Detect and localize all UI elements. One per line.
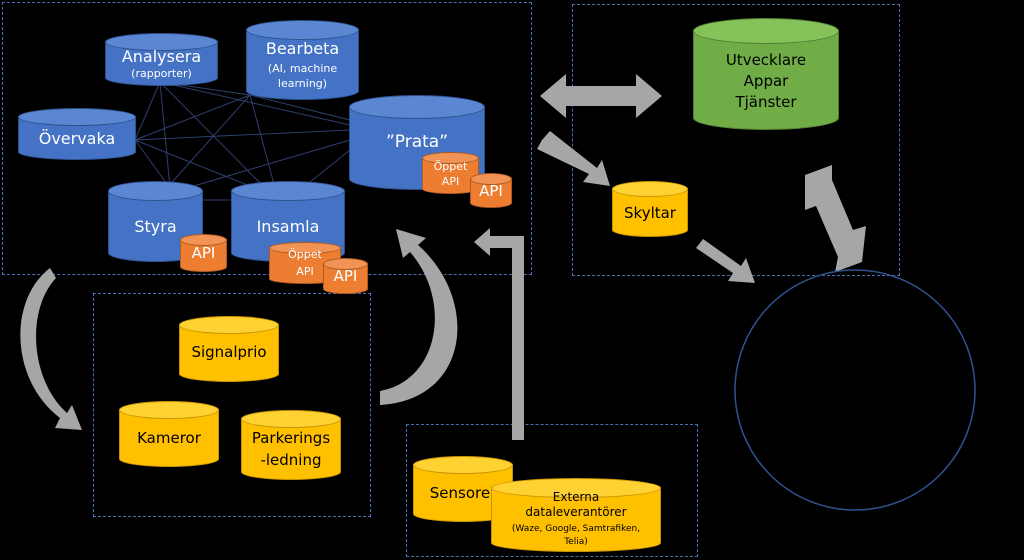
externa-line3: (Waze, Google, Samtrafiken, bbox=[511, 524, 641, 534]
styra-title: Styra bbox=[134, 217, 177, 236]
externa-line1: Externa bbox=[552, 490, 600, 504]
cylinder-externa: Externa dataleverantörer (Waze, Google, … bbox=[491, 478, 661, 552]
cylinder-bearbeta: Bearbeta (AI, machine learning) bbox=[246, 20, 359, 100]
signalprio-label: Signalprio bbox=[191, 343, 267, 361]
data-sources-group-box bbox=[406, 424, 698, 557]
bearbeta-subtitle-2: learning) bbox=[277, 77, 328, 90]
cylinder-overvaka: Övervaka bbox=[18, 108, 136, 160]
cylinder-analysera: Analysera (rapporter) bbox=[105, 33, 218, 86]
parkering-line1: Parkerings bbox=[251, 429, 331, 447]
cylinder-prata-open-api: Öppet API bbox=[422, 152, 479, 194]
circle-outline bbox=[734, 269, 976, 511]
cylinder-parkeringsledning: Parkerings -ledning bbox=[241, 410, 341, 480]
sensorer-label: Sensorer bbox=[429, 484, 497, 502]
cylinder-styra-api: API bbox=[180, 234, 227, 272]
cylinder-skyltar: Skyltar bbox=[612, 181, 688, 237]
insamla-title: Insamla bbox=[256, 217, 320, 236]
cylinder-kameror: Kameror bbox=[119, 401, 219, 467]
prata-api-label: API bbox=[479, 182, 503, 200]
arrow-skyltar-to-circle bbox=[696, 239, 755, 283]
insamla-open-api-line2: API bbox=[296, 265, 314, 278]
double-arrow-developers-circle bbox=[805, 165, 866, 272]
mesh-lines bbox=[134, 81, 351, 201]
cylinder-signalprio: Signalprio bbox=[179, 316, 279, 382]
externa-line4: Telia) bbox=[564, 537, 588, 547]
cylinder-insamla-api: API bbox=[323, 258, 368, 294]
analysera-title: Analysera bbox=[121, 47, 202, 66]
overvaka-title: Övervaka bbox=[38, 129, 116, 148]
prata-title: ”Prata” bbox=[385, 132, 449, 152]
arrow-to-skyltar bbox=[537, 131, 610, 186]
curved-arrow-platform-to-field bbox=[20, 268, 82, 430]
developers-line2: Appar bbox=[743, 72, 789, 90]
bearbeta-title: Bearbeta bbox=[265, 39, 340, 58]
insamla-open-api-line1: Öppet bbox=[288, 248, 322, 261]
bearbeta-subtitle-1: (AI, machine bbox=[267, 62, 338, 75]
parkering-line2: -ledning bbox=[260, 451, 322, 469]
prata-open-api-line1: Öppet bbox=[433, 160, 468, 173]
cylinder-prata-api: API bbox=[470, 173, 512, 208]
styra-api-label: API bbox=[191, 244, 216, 262]
elbow-arrow-sensors-to-platform bbox=[474, 228, 524, 440]
cylinder-developers: Utvecklare Appar Tjänster bbox=[693, 18, 839, 130]
field-devices-group-box bbox=[93, 293, 371, 517]
platform-group-box bbox=[2, 2, 532, 275]
externa-line2: dataleverantörer bbox=[525, 505, 627, 519]
insamla-api-label: API bbox=[333, 267, 358, 285]
prata-open-api-line2: API bbox=[441, 175, 460, 188]
kameror-label: Kameror bbox=[137, 429, 201, 447]
curved-arrow-field-to-platform bbox=[380, 229, 458, 405]
analysera-subtitle: (rapporter) bbox=[131, 67, 192, 80]
double-arrow-platform-developers bbox=[540, 74, 662, 118]
developers-line1: Utvecklare bbox=[725, 51, 807, 69]
skyltar-label: Skyltar bbox=[624, 204, 676, 222]
developers-line3: Tjänster bbox=[735, 93, 797, 111]
